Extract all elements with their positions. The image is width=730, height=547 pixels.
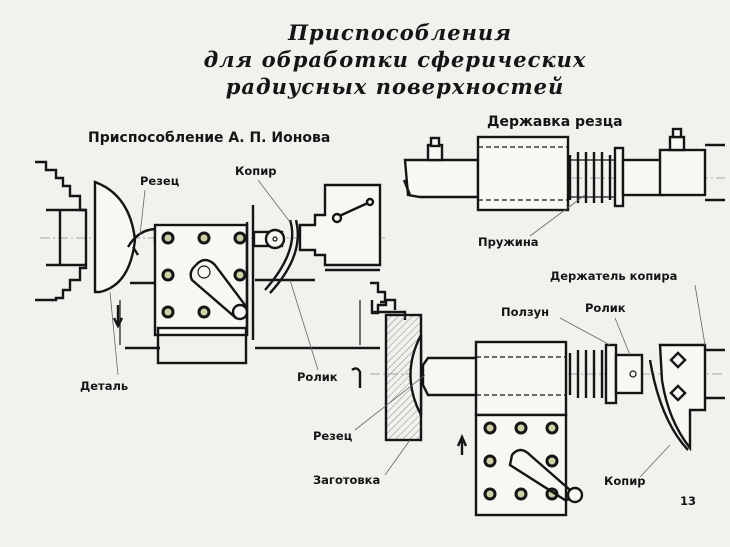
title-line-2: для обработки сферических xyxy=(204,47,587,72)
block-bolt-holes xyxy=(161,231,247,319)
title-line-3: радиусных поверхностей xyxy=(226,74,565,99)
ionov-fixture-drawing xyxy=(35,160,385,365)
top-right-heading: Державка резца xyxy=(487,114,623,130)
spring xyxy=(568,152,615,203)
plate-bolt-holes xyxy=(483,421,559,501)
label-copier-left: Копир xyxy=(235,164,277,178)
rotation-arrow-icon xyxy=(351,367,362,388)
page-number: 13 xyxy=(680,494,696,508)
label-copier-right: Копир xyxy=(604,474,646,488)
label-part: Деталь xyxy=(80,379,128,393)
left-figure-heading: Приспособление А. П. Ионова xyxy=(88,130,330,146)
label-spring: Пружина xyxy=(478,235,539,249)
label-copier-holder: Держатель копира xyxy=(550,269,677,283)
label-slider: Ползун xyxy=(501,305,549,319)
label-roller-right: Ролик xyxy=(585,301,626,315)
slider-fixture-drawing xyxy=(370,281,725,517)
cutter-holder-drawing xyxy=(402,127,725,212)
label-blank: Заготовка xyxy=(313,473,380,487)
label-roller-left: Ролик xyxy=(297,370,338,384)
spring-bottom xyxy=(568,350,604,398)
label-cutter-left: Резец xyxy=(140,174,180,188)
title-line-1: Приспособления xyxy=(287,20,512,45)
label-cutter-right: Резец xyxy=(313,429,353,443)
